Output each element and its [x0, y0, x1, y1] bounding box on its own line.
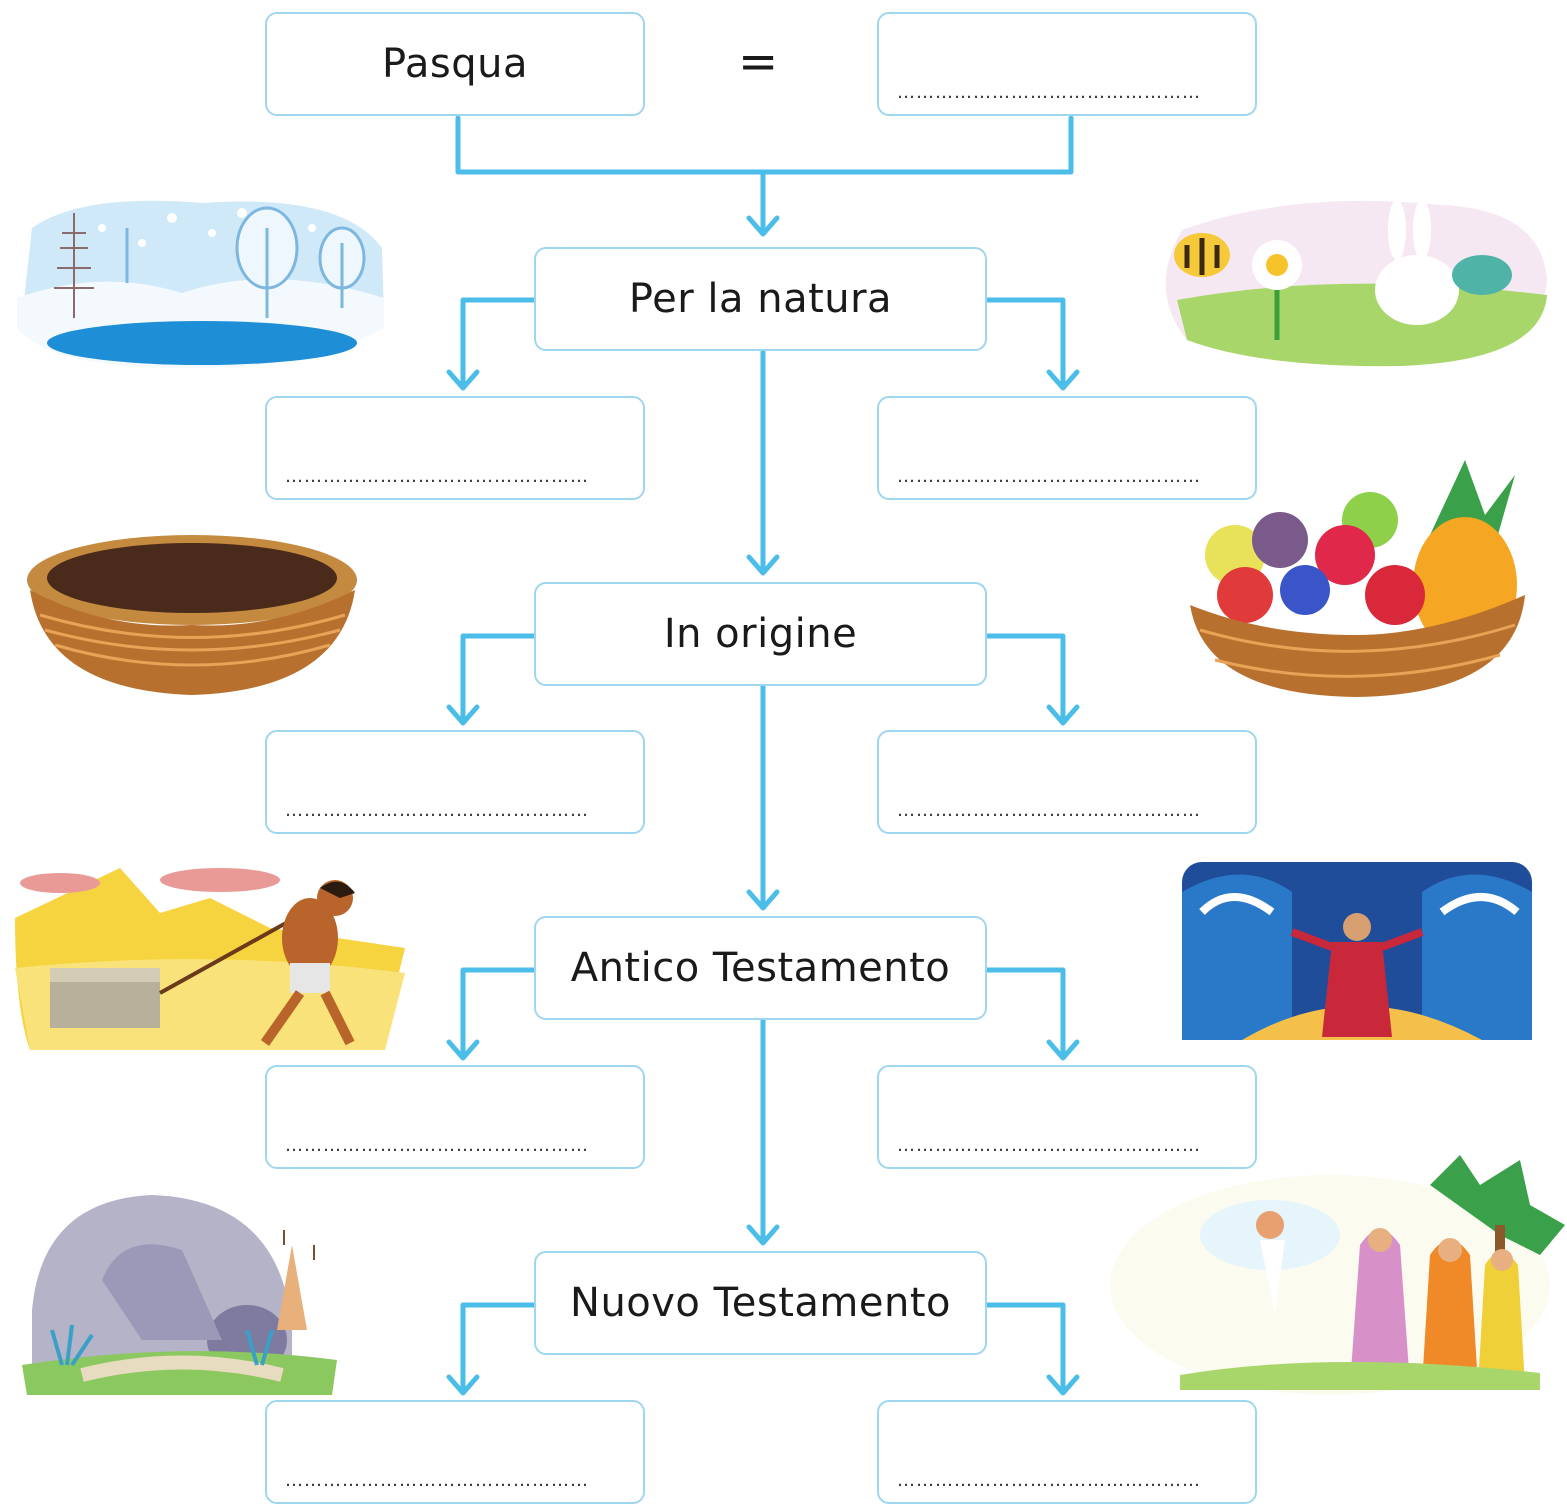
blank-line: …………………………………………: [897, 1137, 1201, 1155]
blank-line: …………………………………………: [285, 468, 589, 486]
blank-line: …………………………………………: [285, 802, 589, 820]
blank-line: …………………………………………: [897, 1472, 1201, 1490]
empty-nest-image: [27, 535, 357, 695]
level-label: Nuovo Testamento: [570, 1280, 951, 1326]
answer-field-nuovo-right[interactable]: …………………………………………: [877, 1400, 1257, 1504]
answer-field-natura-right[interactable]: …………………………………………: [877, 396, 1257, 500]
blank-line: …………………………………………: [285, 1137, 589, 1155]
level-label: Antico Testamento: [570, 945, 951, 991]
blank-line: …………………………………………: [897, 802, 1201, 820]
level-label: Per la natura: [628, 276, 893, 322]
pasqua-label: Pasqua: [382, 41, 528, 87]
level-box-origine: In origine: [534, 582, 987, 686]
answer-field-origine-right[interactable]: …………………………………………: [877, 730, 1257, 834]
level-box-natura: Per la natura: [534, 247, 987, 351]
pasqua-meaning-field[interactable]: …………………………………………: [877, 12, 1257, 116]
blank-line: …………………………………………: [285, 1472, 589, 1490]
answer-field-antico-left[interactable]: …………………………………………: [265, 1065, 645, 1169]
winter-landscape-image: [17, 200, 384, 369]
level-box-nuovo: Nuovo Testamento: [534, 1251, 987, 1355]
answer-field-origine-left[interactable]: …………………………………………: [265, 730, 645, 834]
fruit-basket-image: [1190, 460, 1525, 697]
empty-tomb-image: [22, 1195, 337, 1395]
blank-line: …………………………………………: [897, 468, 1201, 486]
equals-sign: =: [738, 34, 779, 90]
level-box-antico: Antico Testamento: [534, 916, 987, 1020]
spring-meadow-image: [1165, 200, 1547, 367]
angel-and-women-image: [1110, 1155, 1565, 1395]
answer-field-natura-left[interactable]: …………………………………………: [265, 396, 645, 500]
egyptian-slave-image: [15, 868, 405, 1050]
answer-field-antico-right[interactable]: …………………………………………: [877, 1065, 1257, 1169]
moses-parting-sea-image: [1182, 862, 1532, 1040]
level-label: In origine: [663, 611, 858, 657]
blank-line: …………………………………………: [897, 84, 1201, 102]
pasqua-box: Pasqua: [265, 12, 645, 116]
answer-field-nuovo-left[interactable]: …………………………………………: [265, 1400, 645, 1504]
